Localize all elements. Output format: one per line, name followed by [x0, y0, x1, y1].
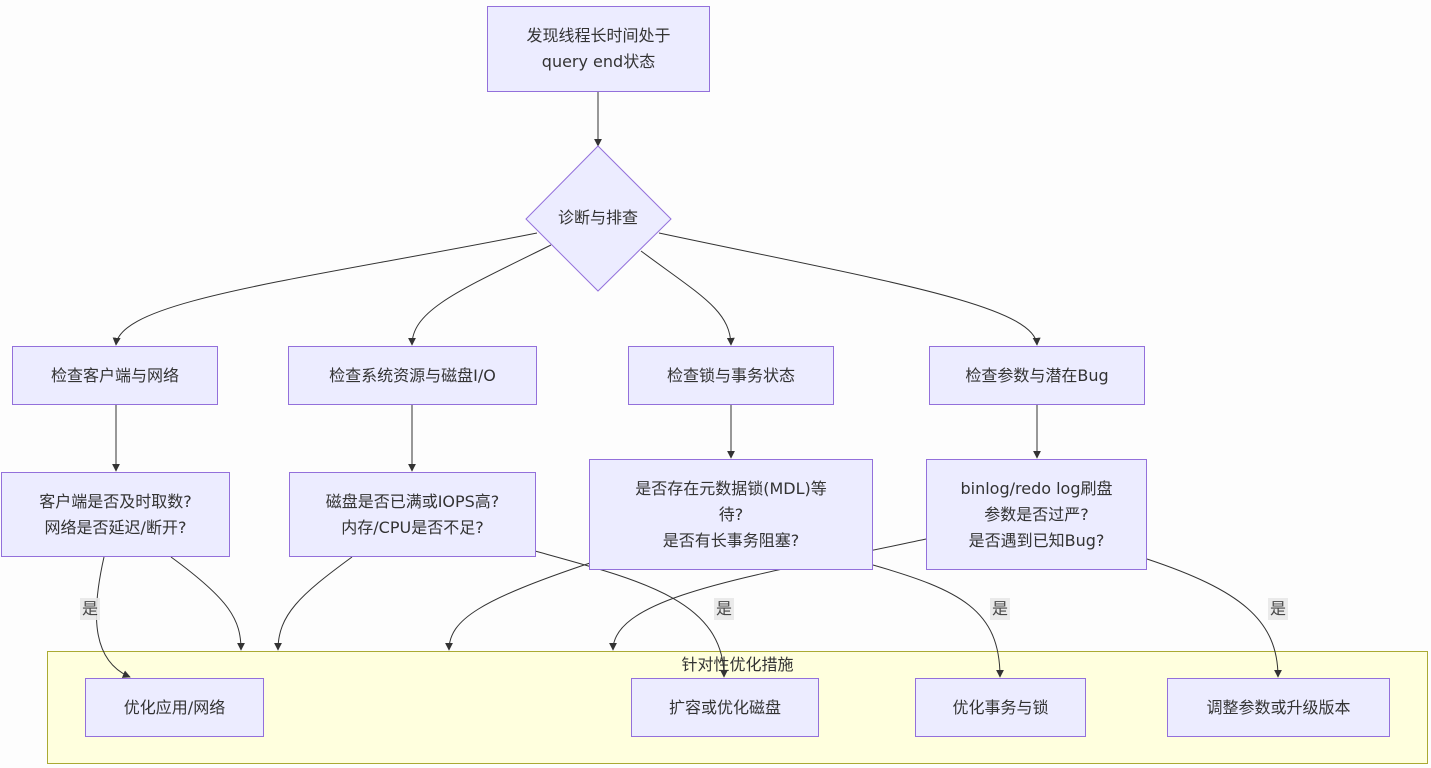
node-q-system: 磁盘是否已满或IOPS高? 内存/CPU是否不足?: [289, 472, 536, 557]
node-q-lock-line-1: 是否存在元数据锁(MDL)等: [635, 478, 827, 498]
node-q-client: 客户端是否及时取数? 网络是否延迟/断开?: [1, 472, 230, 557]
node-opt-tx-label: 优化事务与锁: [952, 697, 1049, 717]
node-q-lock: 是否存在元数据锁(MDL)等 待? 是否有长事务阻塞?: [589, 459, 873, 570]
node-check-lock-label: 检查锁与事务状态: [666, 365, 795, 385]
edge-qclient-sub: [170, 556, 245, 651]
node-q-client-line-1: 客户端是否及时取数?: [39, 491, 192, 511]
node-check-param-label: 检查参数与潜在Bug: [965, 365, 1109, 385]
node-q-lock-line-2: 待?: [718, 504, 744, 524]
edge-diagnose-lock: [640, 250, 735, 346]
edge-qlock-sub: [445, 562, 591, 651]
edge-label-system-yes: 是: [713, 598, 735, 620]
node-check-lock: 检查锁与事务状态: [628, 346, 834, 405]
node-q-system-line-2: 内存/CPU是否不足?: [341, 517, 484, 537]
node-opt-app-label: 优化应用/网络: [123, 697, 226, 717]
node-check-system: 检查系统资源与磁盘I/O: [288, 346, 537, 405]
node-opt-app: 优化应用/网络: [85, 678, 264, 737]
edge-qclient-optapp: [95, 556, 131, 678]
diagnose-label: 诊断与排查: [557, 208, 639, 227]
node-q-param-line-3: 是否遇到已知Bug?: [968, 530, 1105, 550]
node-opt-param-label: 调整参数或升级版本: [1206, 697, 1351, 717]
node-opt-tx: 优化事务与锁: [915, 678, 1086, 737]
node-q-lock-line-3: 是否有长事务阻塞?: [662, 530, 800, 550]
edge-qlock-opttx: [872, 564, 1004, 678]
edge-label-param-yes: 是: [1267, 598, 1289, 620]
edge-label-lock-yes: 是: [989, 598, 1011, 620]
node-opt-disk: 扩容或优化磁盘: [631, 678, 819, 737]
edge-qsystem-optdisk: [534, 550, 728, 678]
edge-diagnose-client: [112, 232, 538, 346]
node-q-client-line-2: 网络是否延迟/断开?: [44, 517, 187, 537]
node-start-line-2: query end状态: [541, 52, 656, 71]
node-opt-disk-label: 扩容或优化磁盘: [668, 697, 781, 717]
node-q-param-line-2: 参数是否过严?: [984, 504, 1089, 524]
node-check-client: 检查客户端与网络: [12, 346, 218, 405]
edge-qsystem-sub: [274, 556, 353, 651]
node-q-param: binlog/redo log刷盘 参数是否过严? 是否遇到已知Bug?: [926, 459, 1147, 570]
node-check-system-label: 检查系统资源与磁盘I/O: [329, 365, 496, 385]
node-start-line-1: 发现线程长时间处于: [526, 26, 671, 45]
node-check-client-label: 检查客户端与网络: [50, 365, 179, 385]
edge-diagnose-system: [408, 244, 552, 346]
diagnose-diamond: [525, 145, 672, 292]
node-q-system-line-1: 磁盘是否已满或IOPS高?: [325, 491, 500, 511]
edge-diagnose-param: [658, 232, 1041, 346]
edge-qparam-optparam: [1146, 558, 1282, 678]
node-start: 发现线程长时间处于 query end状态: [487, 6, 710, 92]
subgraph-title: 针对性优化措施: [681, 655, 794, 674]
node-check-param: 检查参数与潜在Bug: [929, 346, 1145, 405]
edge-label-client-yes: 是: [79, 598, 101, 620]
node-q-param-line-1: binlog/redo log刷盘: [960, 478, 1113, 498]
node-opt-param: 调整参数或升级版本: [1167, 678, 1390, 737]
